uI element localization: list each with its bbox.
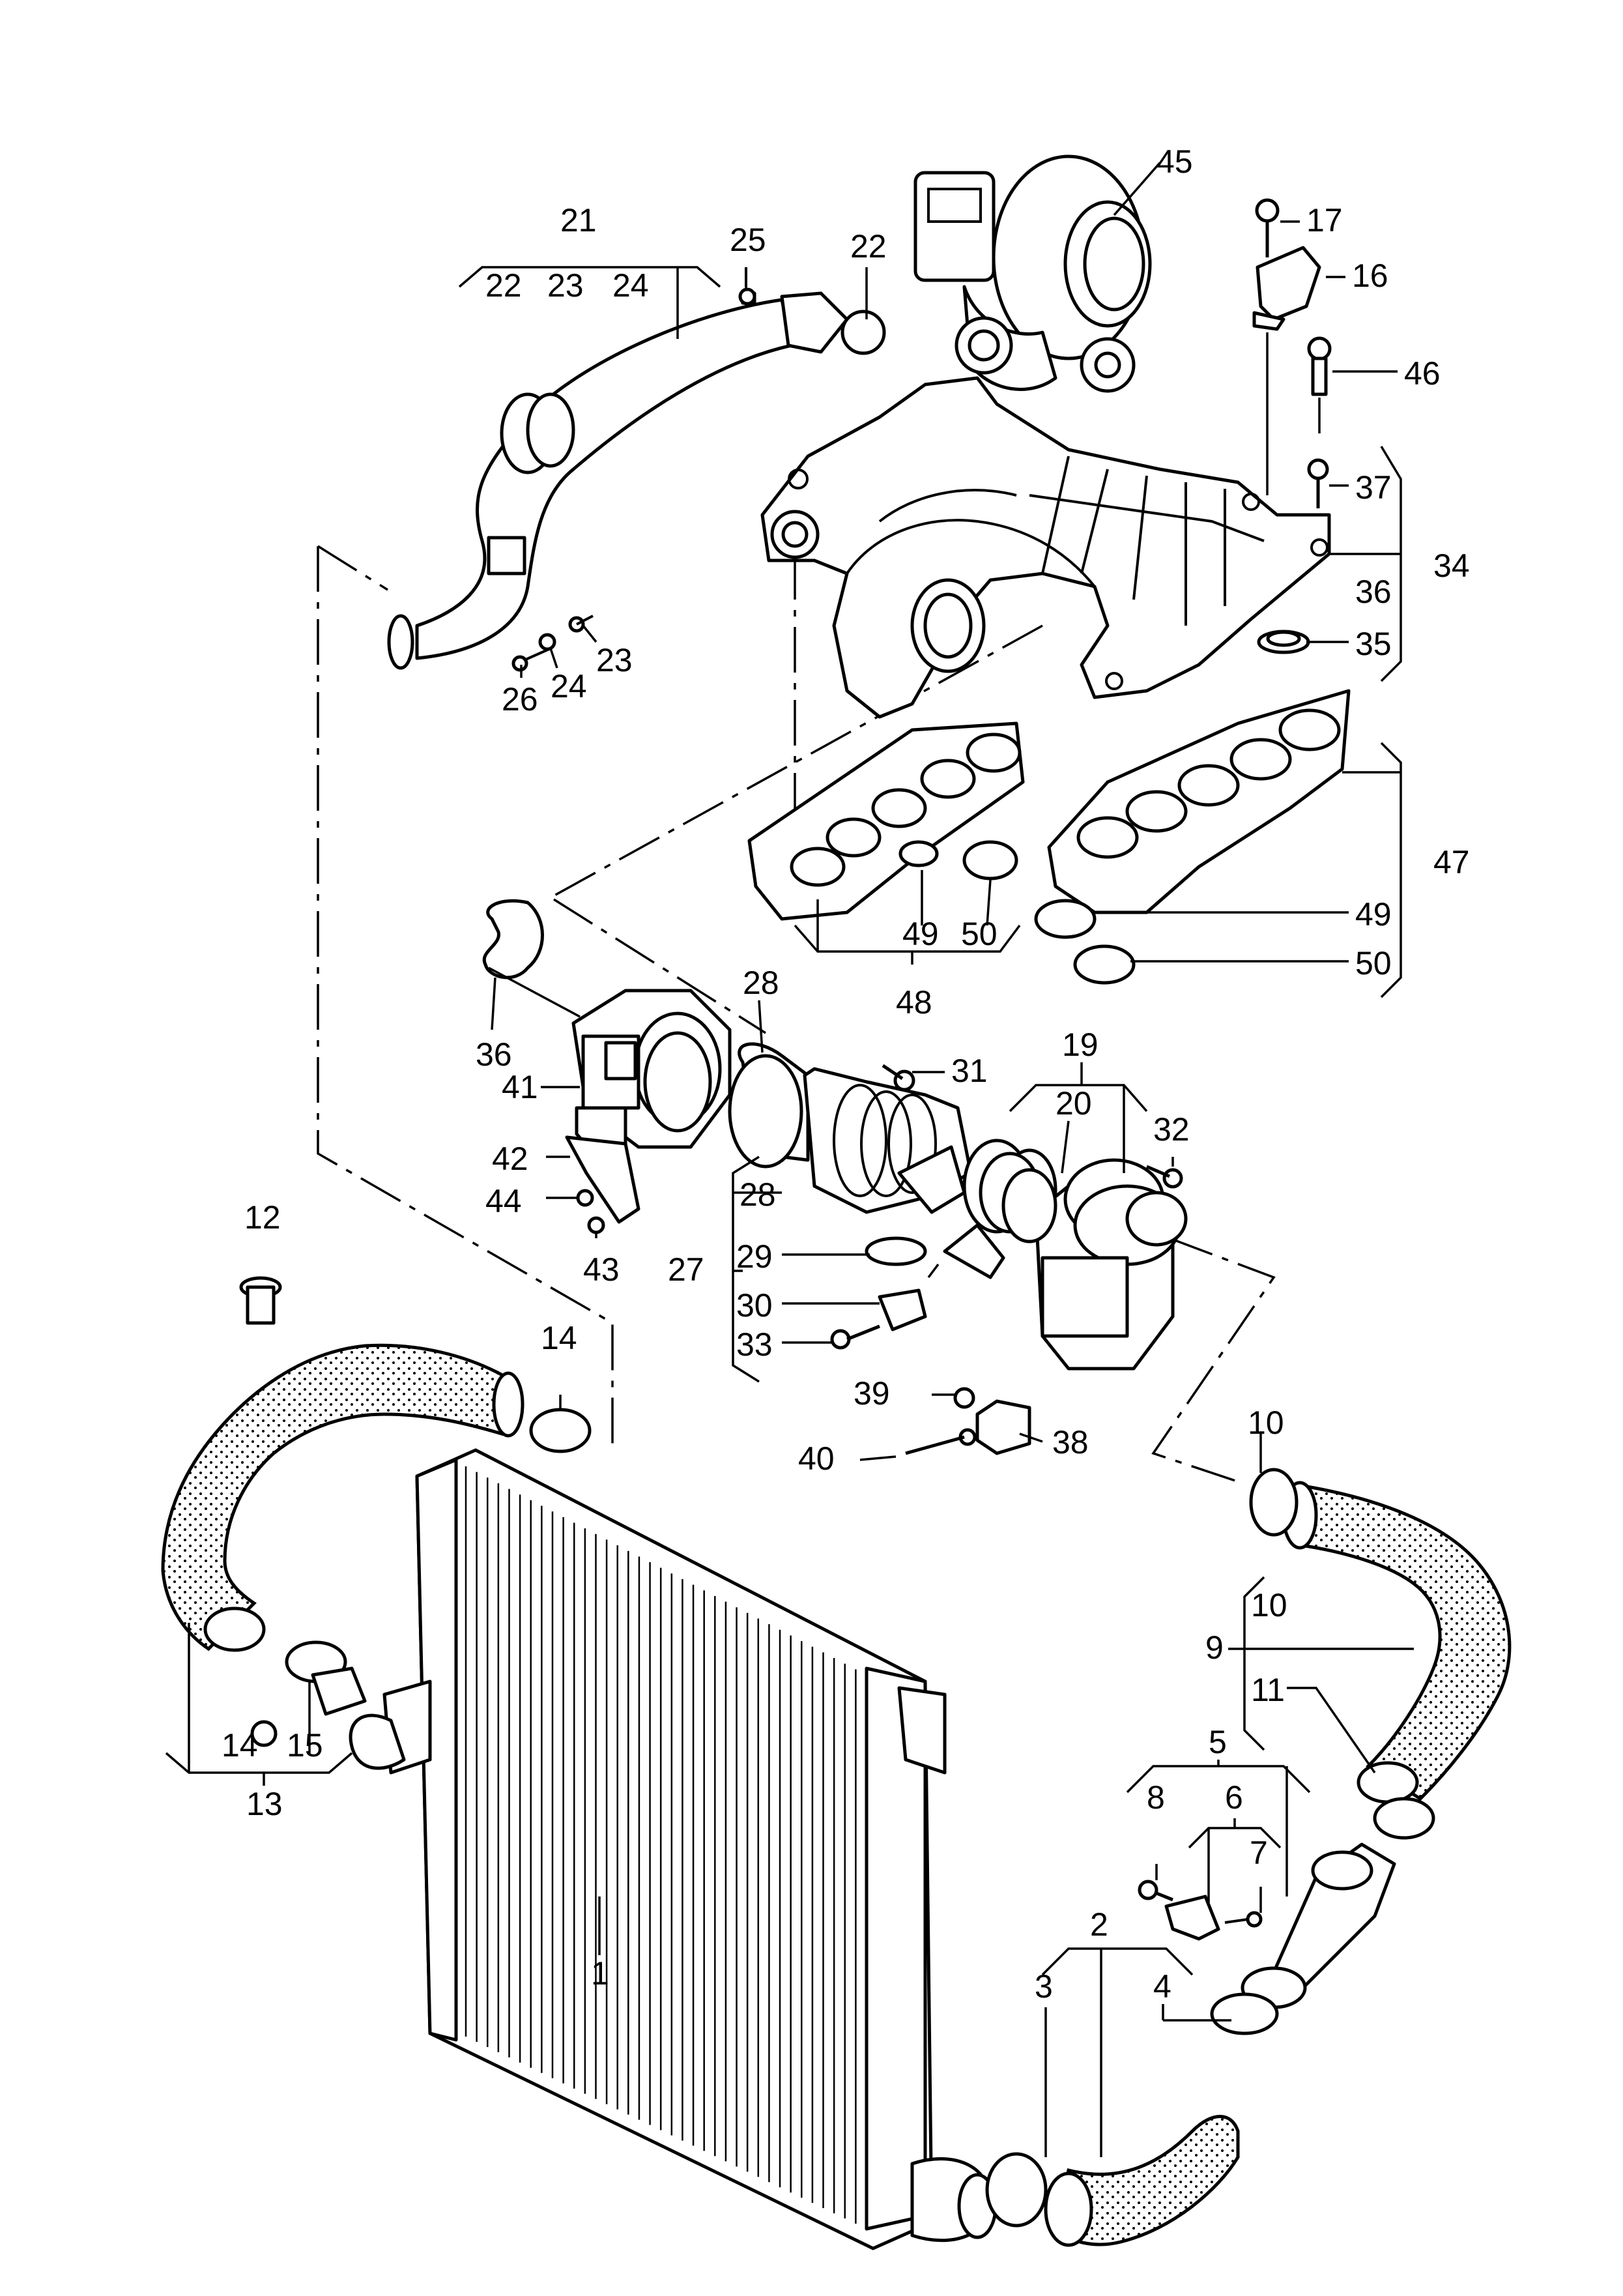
callout-42: 42 [492, 1141, 528, 1177]
callout-46: 46 [1404, 355, 1441, 392]
callout-39: 39 [854, 1375, 890, 1412]
callout-37: 37 [1355, 469, 1392, 506]
callout-15: 15 [287, 1727, 323, 1764]
turbocharger [913, 154, 1152, 393]
callout-14-b: 14 [222, 1727, 258, 1764]
callout-44: 44 [485, 1183, 522, 1219]
callout-6: 6 [1225, 1779, 1243, 1816]
callout-17: 17 [1306, 202, 1343, 239]
callout-19: 19 [1062, 1026, 1099, 1063]
bottom-hose [985, 1992, 1279, 2247]
leader-lines [165, 162, 1414, 2157]
throttle-valve-unit [905, 1152, 1188, 1455]
callout-43: 43 [583, 1251, 620, 1288]
callout-49-a: 49 [902, 916, 939, 952]
callout-22-a: 22 [485, 267, 522, 304]
right-flange [1034, 689, 1351, 985]
left-flange [747, 721, 1025, 921]
callout-8: 8 [1147, 1779, 1165, 1816]
callout-16: 16 [1352, 257, 1388, 294]
callout-23-b: 23 [596, 642, 633, 678]
callout-labels: 1 2 3 4 5 6 7 8 9 10 10 11 12 13 14 14 1… [222, 143, 1470, 2005]
callout-1: 1 [591, 1955, 609, 1992]
callout-4: 4 [1153, 1968, 1171, 2005]
callout-2: 2 [1090, 1906, 1108, 1943]
callout-24-a: 24 [612, 267, 649, 304]
callout-36-b: 36 [476, 1036, 512, 1073]
routing-lines [317, 545, 1276, 1484]
callout-26: 26 [502, 681, 538, 718]
callout-32: 32 [1153, 1111, 1190, 1148]
callout-50-a: 50 [961, 916, 998, 952]
grommet [239, 1276, 282, 1325]
callout-35: 35 [1355, 626, 1392, 662]
callout-49-b: 49 [1355, 896, 1392, 933]
pipe-fasteners [511, 267, 756, 672]
right-hose [1249, 1468, 1512, 1840]
callout-33: 33 [736, 1326, 773, 1363]
callout-36-a: 36 [1355, 574, 1392, 610]
intercooler [349, 1448, 998, 2250]
callout-50-b: 50 [1355, 945, 1392, 981]
callout-34: 34 [1433, 547, 1470, 584]
callout-20: 20 [1056, 1085, 1092, 1122]
callout-7: 7 [1250, 1835, 1268, 1871]
callout-45: 45 [1156, 143, 1193, 180]
callout-28-a: 28 [743, 965, 779, 1001]
callout-14-a: 14 [541, 1320, 577, 1356]
callout-41: 41 [502, 1069, 538, 1105]
left-hose [161, 1343, 592, 1747]
callout-29: 29 [736, 1238, 773, 1275]
intake-manifold [760, 376, 1331, 719]
callout-11: 11 [1251, 1672, 1285, 1708]
callout-40: 40 [798, 1440, 835, 1477]
callout-5: 5 [1209, 1724, 1227, 1760]
callout-31: 31 [951, 1053, 988, 1089]
pressure-pipe [387, 291, 886, 670]
callout-21: 21 [560, 202, 597, 239]
callout-9: 9 [1205, 1629, 1224, 1666]
callout-28-b: 28 [740, 1176, 776, 1213]
callout-10-a: 10 [1248, 1404, 1284, 1441]
callout-22-b: 22 [850, 228, 887, 265]
callout-10-b: 10 [1251, 1587, 1287, 1623]
callout-23-a: 23 [547, 267, 584, 304]
callout-13: 13 [246, 1786, 283, 1822]
callout-12: 12 [244, 1199, 281, 1236]
callout-24-b: 24 [551, 668, 587, 705]
callout-30: 30 [736, 1287, 773, 1324]
callout-48: 48 [896, 984, 932, 1021]
callout-25: 25 [730, 222, 766, 258]
callout-38: 38 [1052, 1424, 1089, 1460]
callout-27: 27 [668, 1251, 704, 1288]
callout-47: 47 [1433, 844, 1470, 880]
callout-3: 3 [1035, 1968, 1053, 2005]
